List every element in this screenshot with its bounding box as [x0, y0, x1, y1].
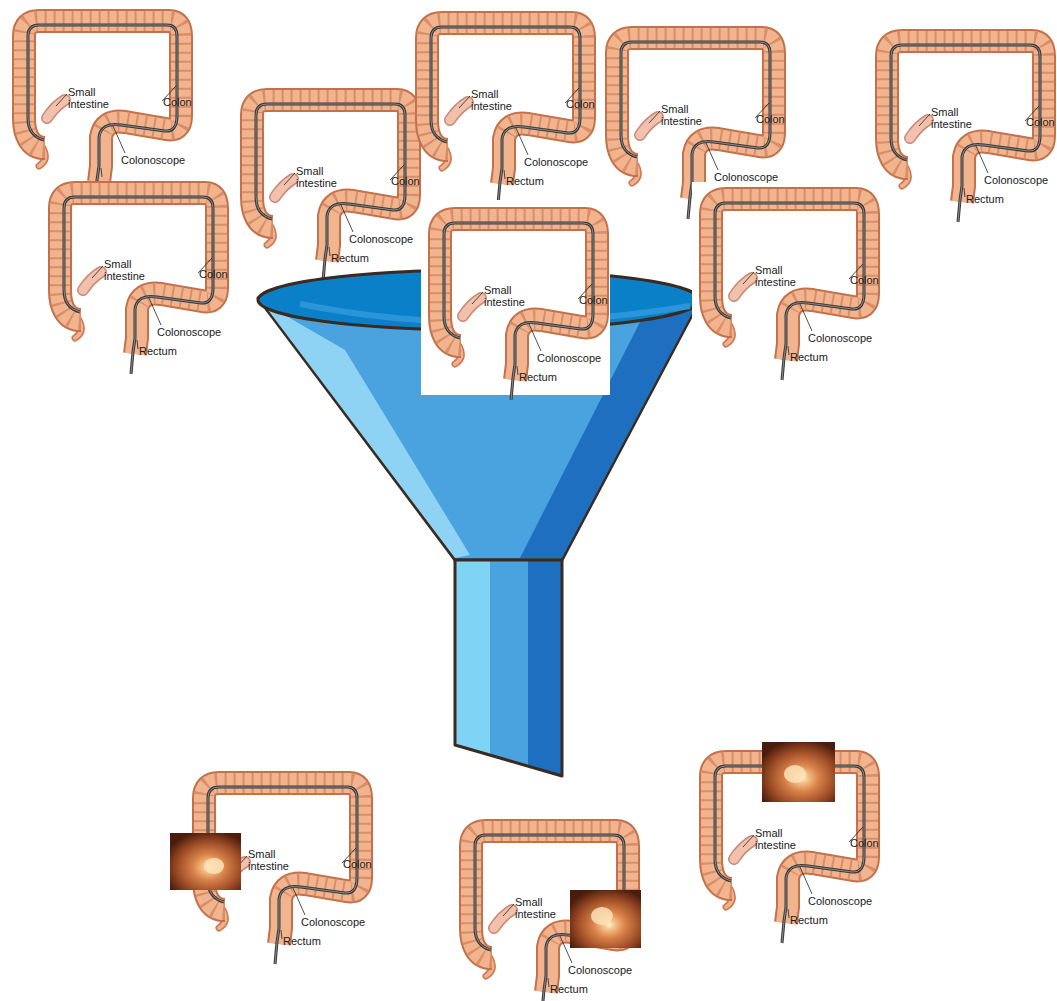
part-label: Small intestine [755, 827, 805, 851]
polyp [591, 907, 613, 925]
part-label: Small intestine [471, 88, 521, 112]
funnel-spout-outline [455, 560, 562, 776]
part-label: Colonoscope [537, 352, 601, 364]
part-label: Rectum [506, 175, 544, 187]
part-label: Colon [566, 98, 595, 110]
colon-illustration [427, 23, 584, 204]
funnel-spout-mid [490, 560, 528, 767]
part-label: Colonoscope [808, 332, 872, 344]
part-label: Colonoscope [301, 916, 365, 928]
colon-illustration [24, 21, 181, 202]
part-label: Colon [1026, 116, 1055, 128]
funnel-spout-light [455, 560, 490, 756]
part-label: Colonoscope [568, 964, 632, 976]
part-label: Small intestine [248, 848, 298, 872]
colon-illustration [711, 199, 868, 380]
part-label: Colon [579, 294, 608, 306]
colon-illustration [60, 193, 217, 374]
part-label: Colon [199, 268, 228, 280]
part-label: Colon [343, 858, 372, 870]
polyp [784, 765, 806, 783]
colon-illustrations [204, 199, 868, 1001]
part-label: Colonoscope [808, 895, 872, 907]
part-label: Rectum [966, 193, 1004, 205]
colon-illustration [887, 41, 1044, 222]
polyp [204, 858, 224, 874]
part-label: Small intestine [484, 284, 534, 308]
endoscopy-photo [762, 742, 835, 802]
part-label: Colonoscope [121, 154, 185, 166]
part-label: Colonoscope [984, 174, 1048, 186]
part-label: Rectum [790, 914, 828, 926]
part-label: Rectum [283, 935, 321, 947]
part-label: Rectum [139, 345, 177, 357]
part-label: Small intestine [755, 264, 805, 288]
colon-illustration [252, 100, 409, 281]
part-label: Rectum [790, 351, 828, 363]
endoscopy-photo [570, 890, 641, 948]
part-label: Small intestine [931, 106, 981, 130]
part-label: Small intestine [515, 896, 565, 920]
part-label: Colonoscope [714, 171, 778, 183]
part-label: Colon [850, 274, 879, 286]
part-label: Colon [850, 837, 879, 849]
part-label: Small intestine [104, 258, 154, 282]
colon-illustration [440, 219, 597, 400]
part-label: Rectum [331, 252, 369, 264]
part-label: Colon [756, 113, 785, 125]
part-label: Colon [391, 175, 420, 187]
part-label: Rectum [550, 983, 588, 995]
funnel-spout-dark [528, 560, 562, 776]
part-label: Colonoscope [157, 326, 221, 338]
endoscopy-photo [170, 833, 241, 890]
part-label: Small intestine [296, 165, 346, 189]
part-label: Colonoscope [524, 156, 588, 168]
part-label: Small intestine [661, 103, 711, 127]
endoscopy-insets [170, 742, 835, 948]
part-label: Small intestine [68, 86, 118, 110]
part-label: Rectum [519, 371, 557, 383]
part-label: Colon [163, 96, 192, 108]
part-label: Colonoscope [349, 233, 413, 245]
